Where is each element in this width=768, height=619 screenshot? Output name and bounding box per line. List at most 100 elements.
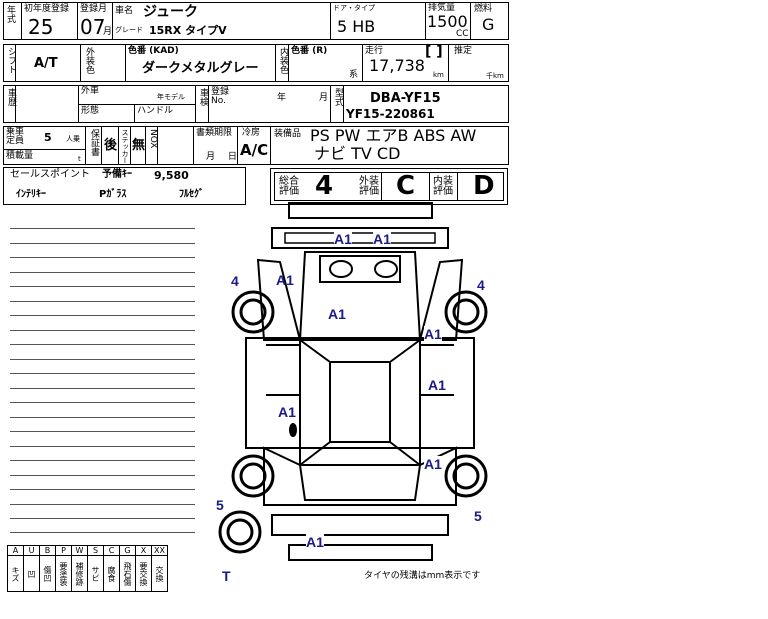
displacement-label: 排気量 [428, 3, 456, 13]
inspection-label: 車検 [198, 88, 208, 106]
equip-label: 装備品 [274, 129, 302, 139]
ac-label: 冷房 [242, 128, 261, 138]
legend-meaning: 交換 [151, 555, 168, 592]
legend-code: W [71, 545, 88, 556]
docs-label: 書類期限 [196, 128, 233, 138]
first-reg-label: 初年度登録 [24, 4, 70, 14]
history-label: 車歴 [6, 88, 16, 106]
equipment-line-1: PS PW エアB ABS AW [310, 126, 477, 145]
legend-meaning: 傷凹 [39, 555, 56, 592]
sticker: 無 [132, 138, 146, 153]
ext-color-label: 外装色 [84, 47, 94, 74]
interior-label: 内装評価 [433, 176, 453, 197]
row-history: 車歴 外車年モデル 形態ハンドル 車検 登録 No.年月 型式 DBA-YF15… [3, 85, 509, 123]
legend-code: X [135, 545, 152, 556]
sales-point: 予備ｷｰ [102, 169, 132, 180]
ext-color: ダークメタルグレー [142, 61, 259, 76]
damage-mark: A1 [278, 404, 296, 420]
kei: 系 [349, 70, 359, 80]
model-label: 型式 [333, 88, 343, 106]
damage-mark: A1 [334, 231, 352, 247]
legend-code: S [87, 545, 104, 556]
reg-no-label: 登録 No. [211, 87, 230, 106]
fuel: G [482, 15, 495, 34]
sales-point: Pｶﾞﾗｽ [99, 189, 127, 200]
displacement: 1500 [427, 12, 468, 31]
nox-label: NOX [148, 129, 158, 149]
shift-label: シフト [6, 47, 16, 74]
thousand-km: 千km [486, 72, 504, 80]
cc-unit: CC [456, 29, 469, 39]
mileage-brackets: [ ] [425, 44, 443, 60]
legend-code: P [55, 545, 72, 556]
grade-label: グレード [115, 26, 143, 34]
sales-points: セールスポイント 予備ｷｰ 9,580 ｲﾝﾃﾘｷｰ Pｶﾞﾗｽ ﾌﾙｾｸﾞ [3, 167, 246, 205]
damage-mark: A1 [424, 456, 442, 472]
year-unit: 年 [277, 93, 287, 103]
legend-meaning: サビ [87, 555, 104, 592]
tire-depth-front-right: 4 [477, 277, 485, 293]
door-type-label: ドア・タイプ [333, 4, 375, 12]
interior-grade: D [473, 171, 495, 201]
legend-meaning: 補修跡 [71, 555, 88, 592]
int-color-no-label: 色番 (R) [291, 46, 328, 56]
car-name: ジューク [143, 4, 199, 20]
sales-point: ﾌﾙｾｸﾞ [179, 189, 204, 200]
damage-mark: A1 [306, 534, 324, 550]
year-label: 年式 [5, 5, 15, 23]
model-year: 年モデル [157, 93, 185, 101]
sales-price: 9,580 [154, 169, 189, 182]
legend-meaning: 要塗装 [55, 555, 72, 592]
tire-depth-rear-right: 5 [474, 508, 482, 524]
sticker-label: ステッカー [121, 129, 129, 164]
capacity-label: 乗車定員 [6, 127, 25, 146]
legend-meaning: 要交換 [135, 555, 152, 592]
row-color: シフト A/T 外装色 色番 (KAD)ダークメタルグレー 内装色 色番 (R)… [3, 44, 509, 82]
legend-meaning: 飛石傷 [119, 555, 136, 592]
warranty-label: 保証書 [89, 129, 99, 156]
reg-month: 07 [80, 15, 106, 39]
model-code: DBA-YF15 [370, 91, 441, 106]
tire-note: タイヤの残溝はmm表示です [364, 571, 481, 581]
legend-code: XX [151, 545, 168, 556]
persons-unit: 人乗 [66, 135, 80, 143]
legend-code: A [7, 545, 24, 556]
chassis-number: YF15-220861 [346, 107, 435, 121]
capacity: 5 [44, 131, 52, 144]
handle-label: ハンドル [137, 106, 174, 116]
equipment-line-2: ナビ TV CD [314, 144, 401, 163]
overall-label: 総合評価 [279, 176, 299, 197]
door-type: 5 HB [337, 17, 376, 36]
month-unit: 月 [103, 27, 113, 37]
damage-mark: A1 [428, 377, 446, 393]
legend-code: C [103, 545, 120, 556]
legend-code: B [39, 545, 56, 556]
mileage: 17,738 [369, 56, 425, 75]
int-color-label: 内装色 [278, 47, 288, 74]
damage-mark: A1 [373, 231, 391, 247]
legend-code: U [23, 545, 40, 556]
grade: 15RX タイプV [149, 24, 227, 37]
form-label: 形態 [81, 106, 100, 116]
mileage-label: 走行 [365, 46, 384, 56]
estimate-label: 推定 [454, 46, 473, 56]
car-name-label: 車名 [115, 6, 134, 16]
legend-code: G [119, 545, 136, 556]
sales-label: セールスポイント [10, 169, 90, 180]
damage-mark: A1 [424, 326, 442, 342]
exterior-label: 外装評価 [359, 176, 379, 197]
legend-meaning: 腐食 [103, 555, 120, 592]
ton-unit: t [78, 155, 81, 163]
overall-grade: 4 [315, 171, 334, 201]
spare-tire-label: T [222, 568, 231, 584]
warranty: 後 [104, 138, 118, 153]
first-reg: 25 [28, 15, 54, 39]
fuel-label: 燃料 [474, 4, 493, 14]
km-unit: km [433, 71, 444, 79]
reg-month-label: 登録月 [80, 4, 108, 14]
